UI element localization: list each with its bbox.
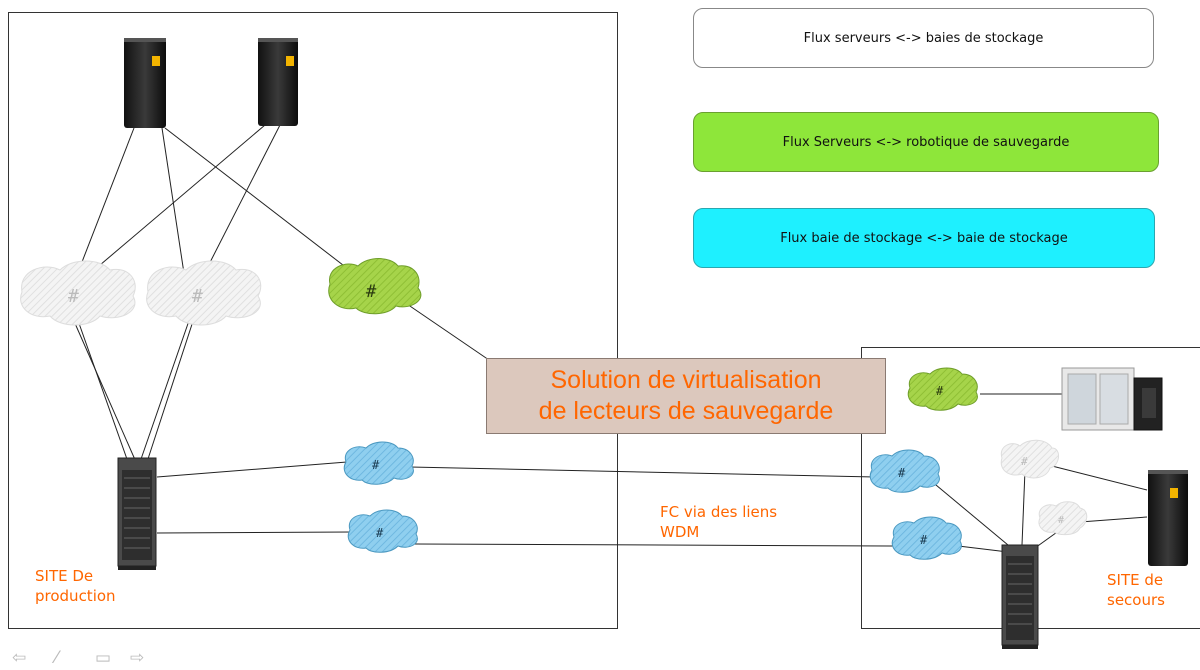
legend-backup-flow: Flux Serveurs <-> robotique de sauvegard… [693, 112, 1159, 172]
storage-array-icon [1001, 544, 1039, 649]
san-cloud-4: # [1038, 501, 1088, 536]
svg-text:#: # [366, 282, 377, 302]
legend-replication-flow: Flux baie de stockage <-> baie de stocka… [693, 208, 1155, 268]
svg-text:#: # [372, 458, 380, 472]
fc-wdm-label: FC via des liens WDM [660, 502, 777, 542]
production-site-label-line1: SITE De [35, 567, 94, 585]
san-cloud-1: # [20, 260, 136, 326]
legend-storage-flow: Flux serveurs <-> baies de stockage [693, 8, 1154, 68]
fc-wdm-label-line1: FC via des liens [660, 503, 778, 521]
backup-site-label-line1: SITE de [1107, 571, 1164, 589]
svg-text:#: # [1021, 455, 1028, 468]
connection-lines [69, 124, 1148, 554]
tape-library-icon [1061, 367, 1163, 431]
svg-text:#: # [936, 384, 944, 398]
replication-cloud-4: # [891, 516, 962, 560]
replication-cloud-2: # [347, 509, 418, 553]
server-icon [1148, 470, 1188, 566]
svg-text:#: # [898, 466, 906, 480]
san-cloud-3: # [1000, 439, 1059, 479]
backup-site-label-line2: secours [1107, 591, 1165, 609]
legend-storage-flow-label: Flux serveurs <-> baies de stockage [803, 30, 1044, 46]
production-site-frame [8, 12, 618, 629]
backup-cloud-2: # [907, 367, 978, 411]
legend-backup-flow-label: Flux Serveurs <-> robotique de sauvegard… [782, 134, 1070, 150]
svg-text:#: # [920, 533, 928, 547]
next-slide-icon[interactable]: ⇨ [130, 648, 145, 668]
replication-cloud-3: # [869, 449, 940, 493]
storage-array-icon [117, 457, 157, 570]
svg-text:#: # [68, 286, 79, 307]
replication-cloud-1: # [343, 441, 414, 485]
server-icon [124, 38, 166, 128]
san-cloud-2: # [146, 260, 262, 326]
svg-text:#: # [376, 526, 384, 540]
svg-text:#: # [192, 286, 203, 307]
virtualization-solution-box: Solution de virtualisation de lecteurs d… [486, 358, 886, 434]
virtualization-title-line2: de lecteurs de sauvegarde [538, 397, 834, 425]
backup-site-label: SITE de secours [1107, 570, 1165, 610]
production-site-label-line2: production [35, 587, 116, 605]
production-site-label: SITE De production [35, 566, 116, 606]
server-icon [258, 38, 298, 126]
legend-replication-flow-label: Flux baie de stockage <-> baie de stocka… [780, 230, 1068, 246]
previous-slide-icon[interactable]: ⇦ [12, 648, 27, 668]
fc-wdm-label-line2: WDM [660, 523, 700, 541]
backup-cloud-1: # [328, 258, 422, 315]
virtualization-title-line1: Solution de virtualisation [550, 365, 822, 394]
svg-text:#: # [1058, 515, 1064, 526]
screen-icon[interactable]: ▭ [95, 648, 112, 668]
pen-icon[interactable]: ⁄ [55, 648, 58, 668]
